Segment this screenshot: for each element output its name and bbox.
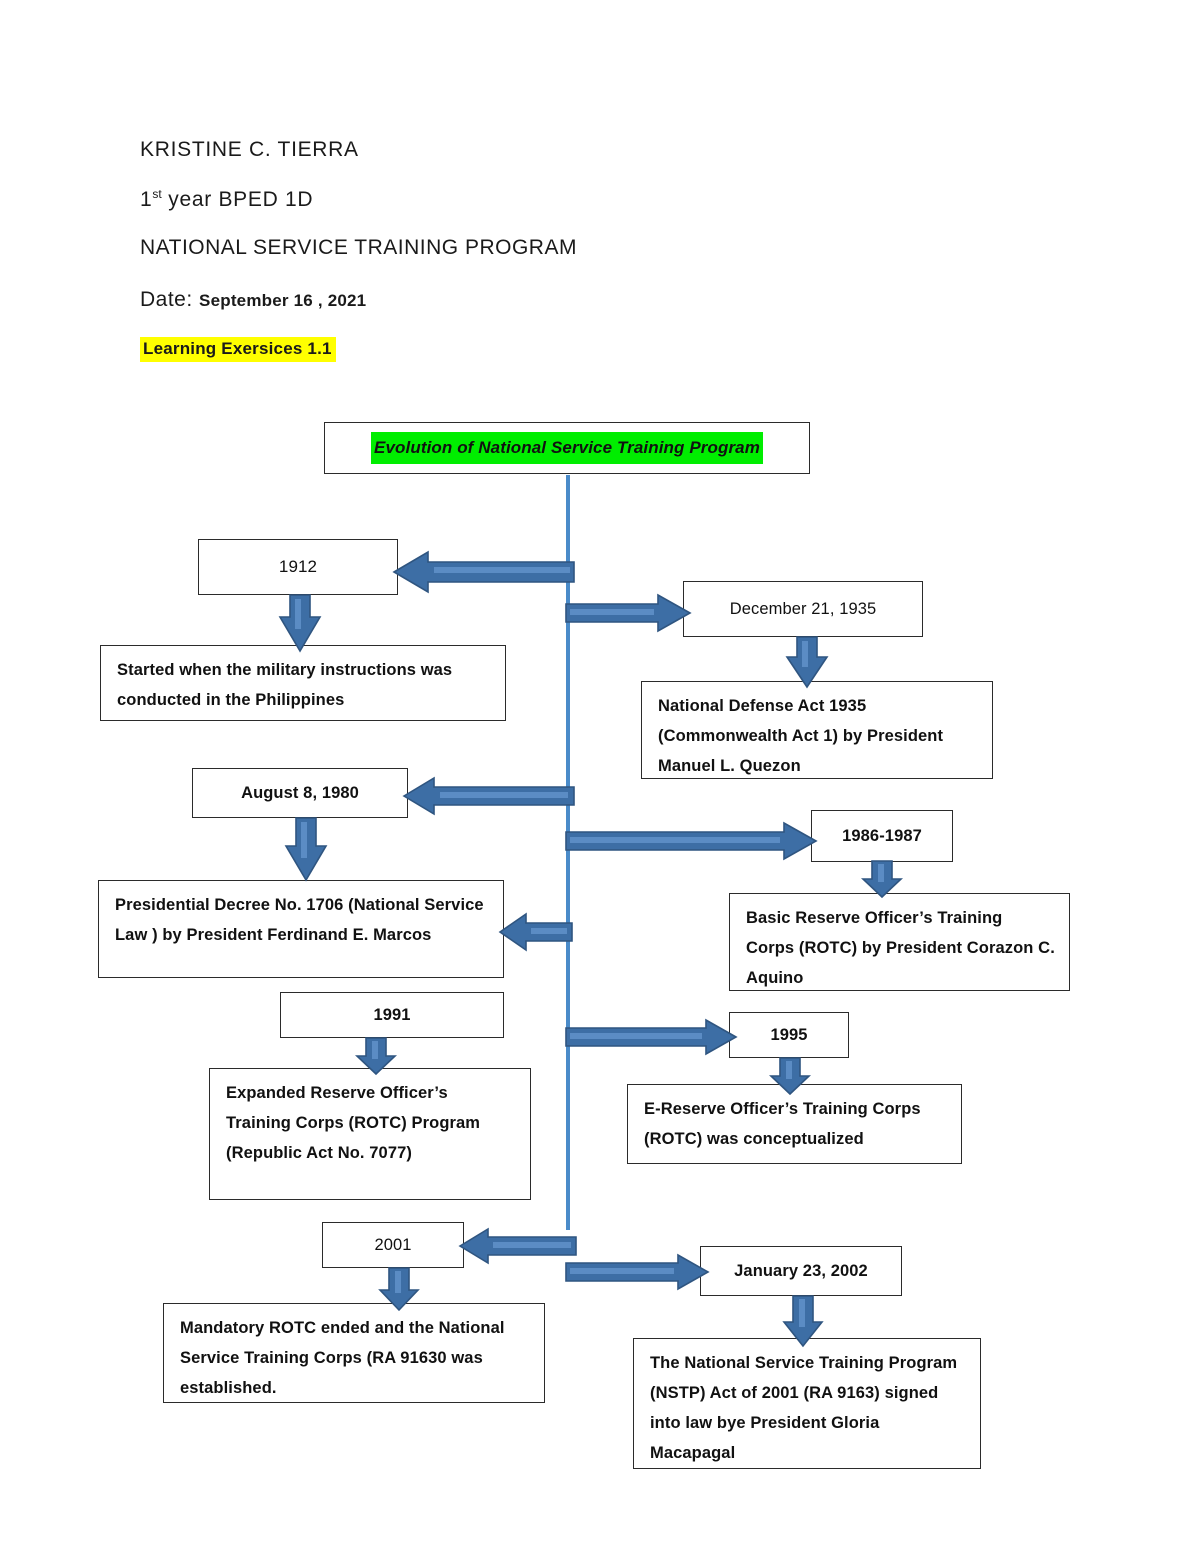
node-year-2001-label: 2001 (374, 1235, 412, 1254)
arrow-2001-to-detail (377, 1267, 421, 1312)
chart-title-text: Evolution of National Service Training P… (371, 431, 763, 465)
arrow-to-2001 (458, 1226, 577, 1266)
arrow-1995-to-detail (768, 1057, 812, 1096)
arrow-1980-to-detail (282, 817, 330, 882)
node-detail-1935: National Defense Act 1935 (Commonwealth … (641, 681, 993, 779)
date-label: Date: (140, 288, 193, 311)
year-section-rest: year BPED 1D (161, 188, 314, 211)
node-year-1935-label: December 21, 1935 (729, 599, 877, 618)
node-year-1935: December 21, 1935 (683, 581, 923, 637)
node-detail-1986: Basic Reserve Officer’s Training Corps (… (729, 893, 1070, 991)
arrow-to-2002 (565, 1252, 710, 1292)
node-year-1980: August 8, 1980 (192, 768, 408, 818)
student-name: KRISTINE C. TIERRA (140, 138, 359, 161)
node-detail-2002: The National Service Training Program (N… (633, 1338, 981, 1469)
arrow-to-1980-detail (498, 911, 573, 953)
date-value: September 16 , 2021 (199, 291, 367, 310)
flowchart-spine (566, 475, 570, 1230)
node-detail-1995-label: E-Reserve Officer’s Training Corps (ROTC… (644, 1100, 921, 1149)
arrow-to-1935 (565, 591, 692, 635)
arrow-to-1980 (402, 775, 575, 817)
node-detail-1980-label: Presidential Decree No. 1706 (National S… (115, 896, 484, 945)
node-detail-2001: Mandatory ROTC ended and the National Se… (163, 1303, 545, 1403)
node-detail-1995: E-Reserve Officer’s Training Corps (ROTC… (627, 1084, 962, 1164)
node-detail-2001-label: Mandatory ROTC ended and the National Se… (180, 1319, 505, 1398)
node-year-1991: 1991 (280, 992, 504, 1038)
arrow-1991-to-detail (354, 1037, 398, 1076)
node-year-2001: 2001 (322, 1222, 464, 1268)
arrow-1912-to-detail (276, 594, 324, 653)
arrow-to-1986 (565, 820, 818, 862)
arrow-to-1995 (565, 1017, 738, 1057)
student-year-section: 1st year BPED 1D (140, 187, 313, 212)
node-year-1995-label: 1995 (770, 1025, 808, 1044)
node-year-2002: January 23, 2002 (700, 1246, 902, 1296)
program-title: NATIONAL SERVICE TRAINING PROGRAM (140, 236, 577, 259)
node-detail-1991: Expanded Reserve Officer’s Training Corp… (209, 1068, 531, 1200)
node-detail-1912: Started when the military instructions w… (100, 645, 506, 721)
node-detail-1991-label: Expanded Reserve Officer’s Training Corp… (226, 1084, 481, 1163)
node-year-1912: 1912 (198, 539, 398, 595)
year-number: 1 (140, 188, 153, 211)
arrow-1986-to-detail (860, 860, 904, 899)
node-year-1991-label: 1991 (373, 1005, 411, 1024)
node-detail-1912-label: Started when the military instructions w… (117, 661, 453, 710)
node-year-1912-label: 1912 (278, 556, 318, 576)
node-detail-1986-label: Basic Reserve Officer’s Training Corps (… (746, 909, 1055, 988)
arrow-2002-to-detail (781, 1295, 825, 1348)
date-line: Date: September 16 , 2021 (140, 288, 366, 312)
node-year-1986: 1986-1987 (811, 810, 953, 862)
node-year-1995: 1995 (729, 1012, 849, 1058)
arrow-1935-to-detail (783, 636, 831, 689)
exercise-heading: Learning Exersices 1.1 (140, 337, 336, 362)
node-year-2002-label: January 23, 2002 (734, 1261, 868, 1280)
node-year-1986-label: 1986-1987 (842, 826, 922, 845)
node-detail-2002-label: The National Service Training Program (N… (650, 1354, 958, 1463)
node-chart-title: Evolution of National Service Training P… (324, 422, 810, 474)
arrow-to-1912 (392, 548, 575, 596)
year-ordinal-suffix: st (152, 187, 162, 201)
node-detail-1935-label: National Defense Act 1935 (Commonwealth … (658, 697, 944, 776)
node-year-1980-label: August 8, 1980 (241, 783, 359, 802)
node-detail-1980: Presidential Decree No. 1706 (National S… (98, 880, 504, 978)
